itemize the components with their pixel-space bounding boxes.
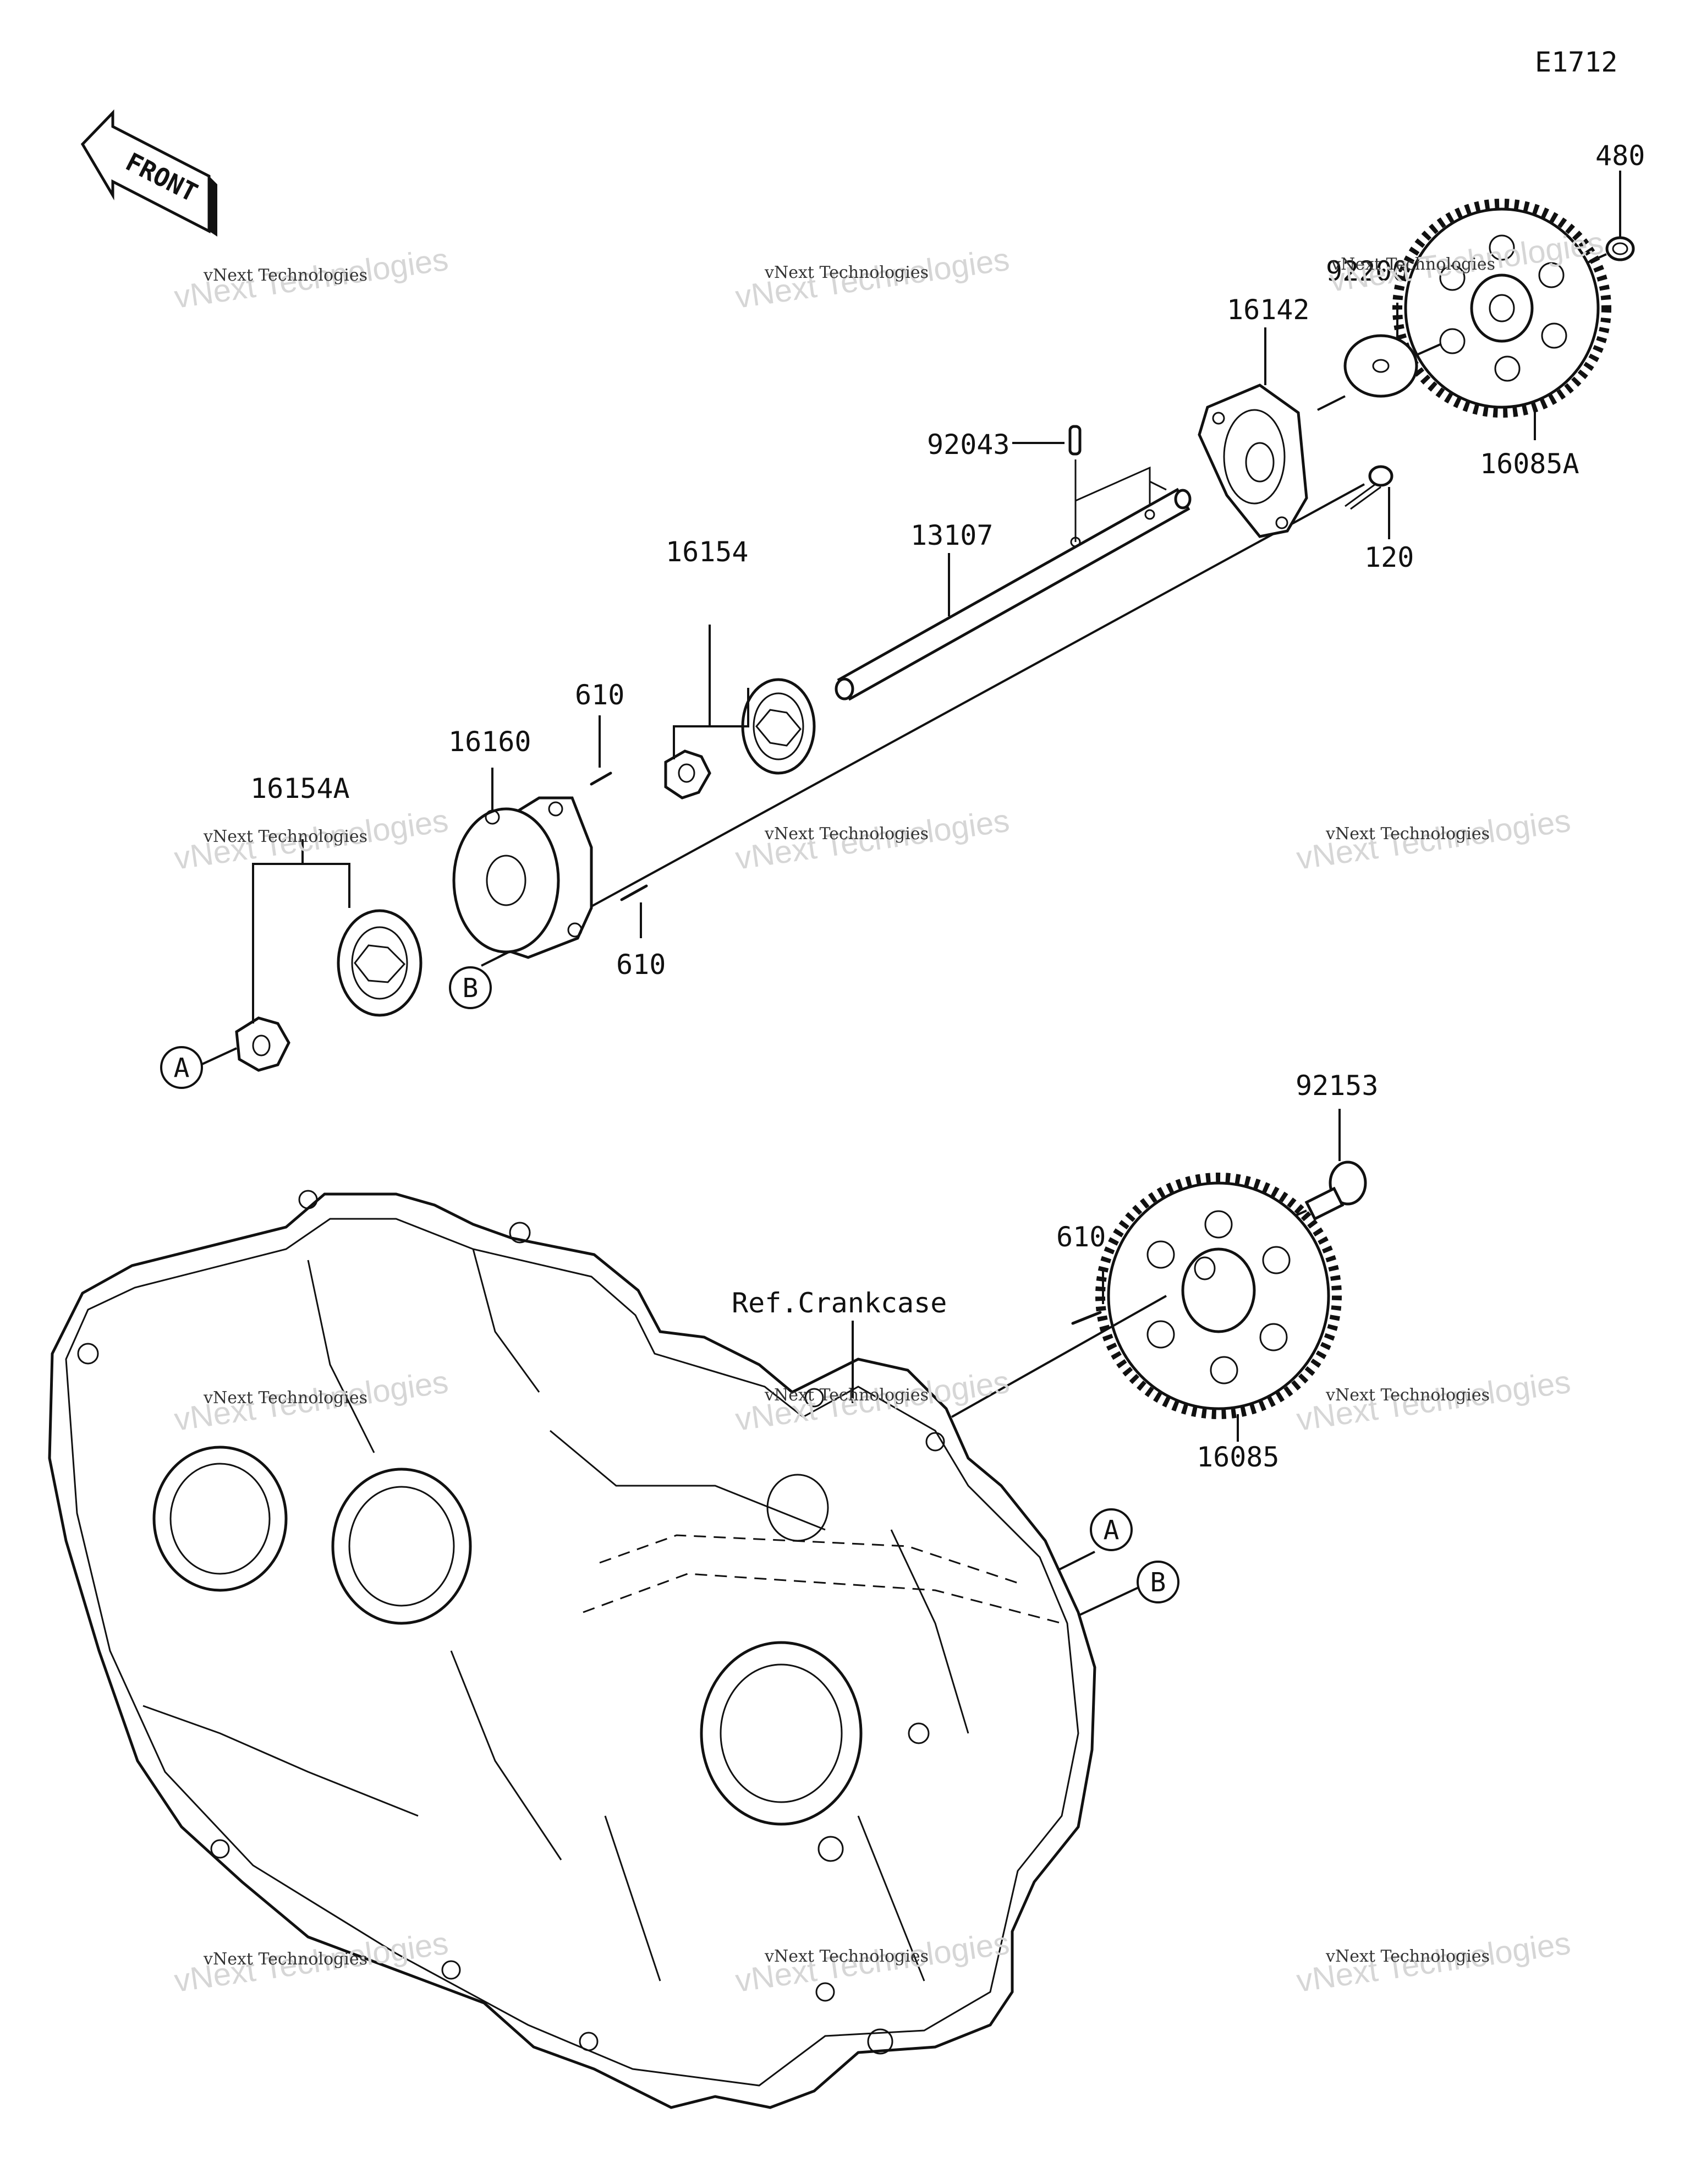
rotor-set-16154A [235, 909, 422, 1072]
reference-label: Ref.Crankcase [732, 1287, 947, 1319]
dowel-pin-610-top [590, 771, 612, 786]
label-120: 120 [1364, 541, 1414, 573]
callout-b-lower: B [1137, 1561, 1179, 1603]
svg-text:B: B [463, 973, 479, 1004]
callout-b-upper: B [449, 966, 492, 1009]
gear-16085 [1095, 1173, 1342, 1419]
svg-text:vNext Technologies: vNext Technologies [1325, 1386, 1490, 1405]
label-13107: 13107 [910, 519, 994, 551]
label-610-mid: 610 [616, 949, 666, 981]
label-16085: 16085 [1197, 1441, 1280, 1473]
label-92200: 92200 [1326, 255, 1409, 287]
svg-text:vNext Technologies: vNext Technologies [764, 1386, 929, 1405]
callout-a-upper: A [160, 1046, 203, 1089]
circlip-480 [1605, 236, 1635, 261]
svg-text:vNext Technologies: vNext Technologies [764, 1947, 929, 1966]
pin-92043 [1068, 425, 1082, 456]
rotor-set-16154 [664, 678, 816, 800]
svg-text:A: A [174, 1053, 190, 1083]
pump-cover-16142 [1198, 384, 1308, 538]
label-16142: 16142 [1227, 294, 1310, 326]
svg-text:A: A [1104, 1515, 1120, 1546]
label-92153: 92153 [1296, 1070, 1379, 1102]
svg-text:vNext Technologies: vNext Technologies [203, 827, 367, 846]
assembly-axis-line [497, 483, 1365, 959]
pump-body-16160 [452, 796, 593, 959]
svg-text:vNext Technologies: vNext Technologies [203, 1388, 367, 1408]
shaft-13107 [835, 488, 1192, 701]
callout-a-lower: A [1090, 1508, 1133, 1551]
label-16154A: 16154A [250, 773, 350, 804]
svg-text:vNext Technologies: vNext Technologies [1331, 255, 1495, 274]
svg-text:vNext Technologies: vNext Technologies [764, 824, 929, 844]
label-610-top: 610 [575, 679, 624, 711]
svg-text:vNext Technologies: vNext Technologies [764, 263, 929, 282]
svg-text:vNext Technologies: vNext Technologies [203, 1950, 367, 1969]
gear-16085A [1392, 199, 1611, 418]
dowel-pin-610-low [1071, 1311, 1102, 1325]
washer-92200 [1343, 334, 1418, 398]
bolt-120 [1345, 465, 1393, 510]
diagram-code: E1712 [1535, 46, 1618, 78]
label-92043: 92043 [927, 429, 1010, 461]
svg-text:vNext Technologies: vNext Technologies [1325, 1947, 1490, 1966]
dowel-pin-610-mid [620, 884, 648, 901]
label-16085A: 16085A [1480, 448, 1579, 480]
label-16154: 16154 [666, 536, 749, 568]
front-arrow-icon: FRONT [80, 109, 217, 237]
svg-text:vNext Technologies: vNext Technologies [203, 266, 367, 285]
svg-text:vNext Technologies: vNext Technologies [1325, 824, 1490, 844]
label-480: 480 [1595, 140, 1645, 172]
label-16160: 16160 [448, 726, 531, 758]
crankcase-outline [48, 1190, 1096, 2109]
svg-text:B: B [1150, 1567, 1166, 1598]
label-610-low: 610 [1056, 1221, 1106, 1253]
bolt-92153 [1304, 1161, 1367, 1221]
